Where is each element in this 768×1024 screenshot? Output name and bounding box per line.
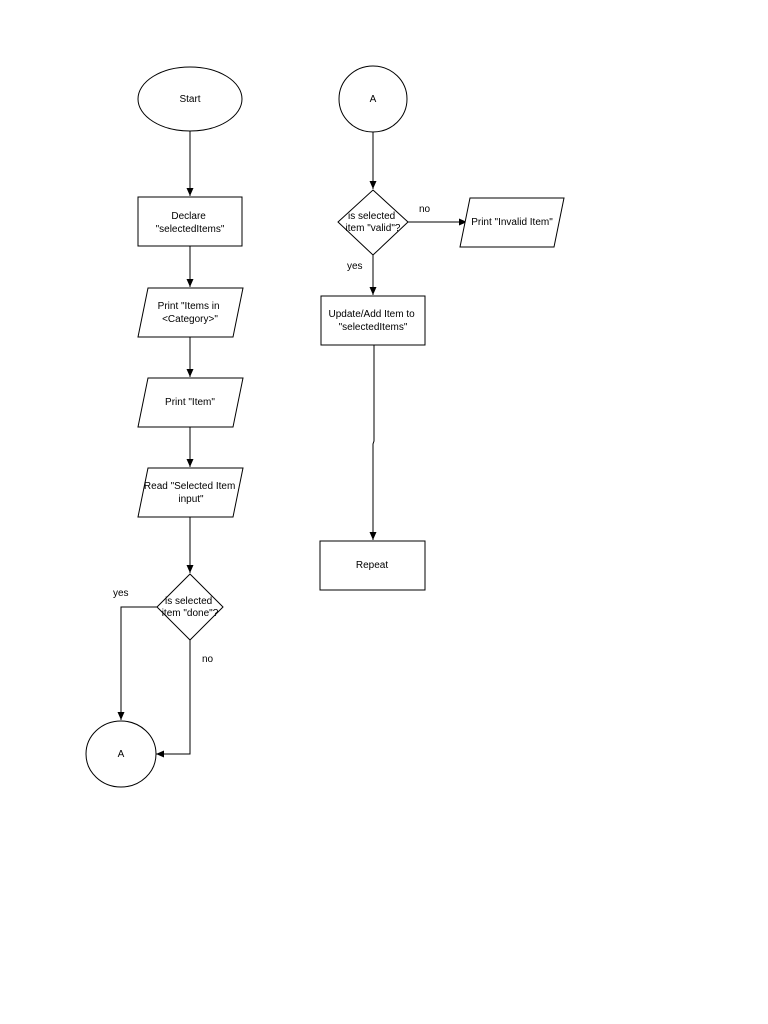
update-add-item-label: Update/Add Item to "selectedItems": [329, 309, 418, 333]
connector-a-top-label: A: [370, 94, 377, 105]
repeat-label: Repeat: [356, 560, 388, 571]
start-terminal: [137, 66, 243, 132]
connector-a-bottom-label: A: [118, 749, 125, 760]
decision-valid: [337, 189, 409, 256]
print-invalid-item-label: Print "Invalid Item": [471, 217, 553, 228]
read-selected-item-label: Read "Selected Item input": [144, 481, 238, 505]
decision-done-label: is selected item "done"?: [162, 596, 219, 619]
declare-process: [137, 196, 243, 247]
connector-a-top: [338, 65, 408, 133]
decision-valid-yes-label: yes: [347, 261, 363, 272]
edge-decision-done-no: [156, 640, 191, 758]
print-item-io: [137, 377, 244, 428]
print-invalid-item-io: [459, 197, 565, 248]
decision-done-no-label: no: [202, 654, 214, 665]
repeat-process: [319, 540, 426, 591]
print-items-in-category-label: Print "Items in <Category>": [158, 301, 223, 325]
print-item-label: Print "Item": [165, 397, 215, 408]
update-add-item-process: [320, 295, 426, 346]
decision-done-yes-label: yes: [113, 588, 129, 599]
edge-update-to-repeat: [369, 345, 377, 540]
read-selected-item-io: [137, 467, 244, 518]
connector-a-bottom: [85, 720, 157, 788]
decision-valid-no-label: no: [419, 204, 431, 215]
declare-label: Declare "selectedItems": [156, 211, 225, 235]
print-items-in-category-io: [137, 287, 244, 338]
start-label: Start: [179, 94, 200, 105]
decision-valid-label: is selected item "valid"?: [346, 211, 401, 234]
edge-decision-done-yes: [117, 606, 158, 720]
decision-done: [156, 573, 224, 641]
